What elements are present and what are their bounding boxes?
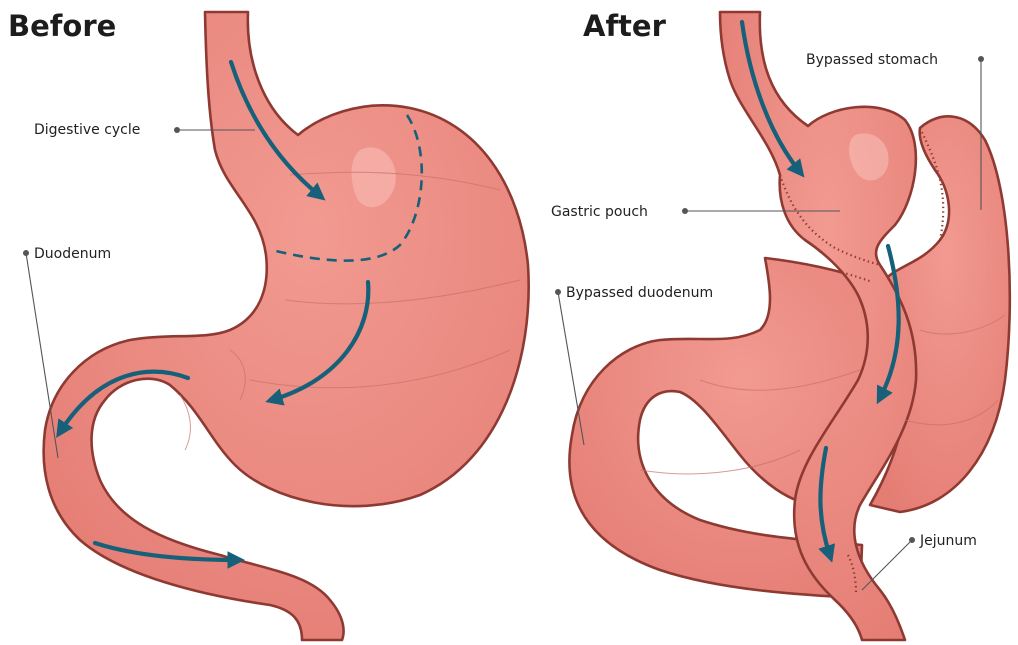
- callout-leader: [558, 292, 584, 445]
- before-stomach: [44, 12, 529, 640]
- bypassed-stomach-label: Bypassed stomach: [806, 52, 938, 68]
- after-panel: After Bypas: [551, 9, 1010, 640]
- duodenum-label: Duodenum: [34, 246, 111, 262]
- callout-leader: [26, 253, 58, 458]
- gastric-pouch-label: Gastric pouch: [551, 204, 648, 220]
- after-heading: After: [583, 9, 667, 43]
- before-heading: Before: [8, 9, 116, 43]
- before-panel: Before Digestive cycle: [8, 9, 529, 640]
- jejunum-label: Jejunum: [919, 533, 977, 549]
- callout-leader: [862, 540, 912, 590]
- bypassed-duodenum-label: Bypassed duodenum: [566, 285, 713, 301]
- before-stomach-illustration: [44, 12, 529, 640]
- digestive-cycle-label: Digestive cycle: [34, 122, 140, 138]
- jejunum-callout: Jejunum: [862, 533, 977, 590]
